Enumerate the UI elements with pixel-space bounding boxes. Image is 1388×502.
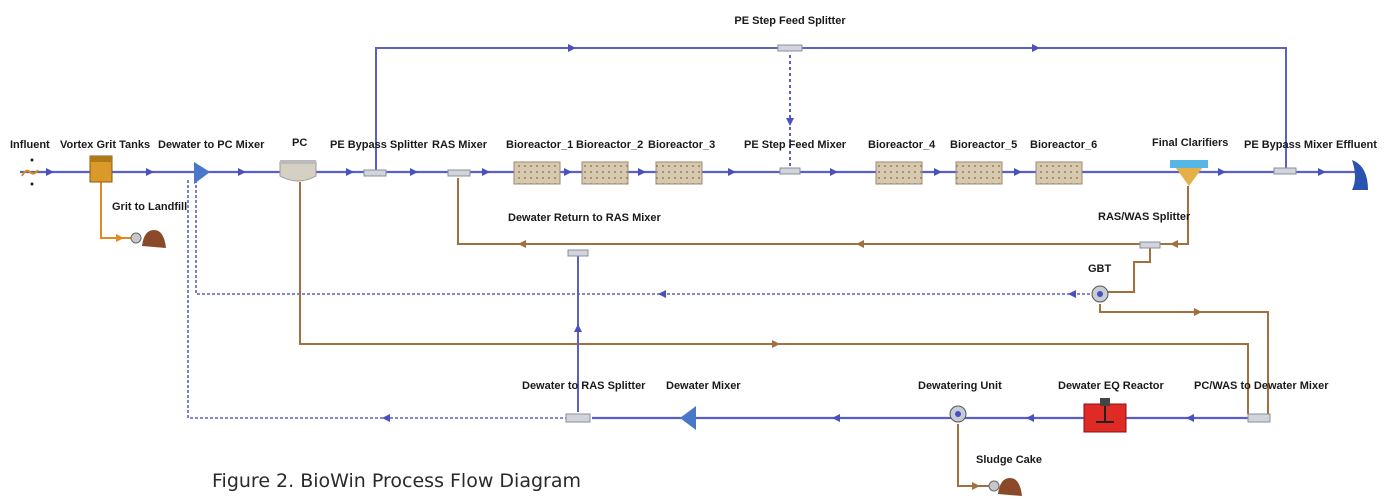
label-bioreactor-6: Bioreactor_6 [1030, 139, 1097, 151]
label-bioreactor-5: Bioreactor_5 [950, 139, 1017, 151]
bioreactor-5-icon[interactable] [955, 161, 1003, 185]
influent-icon[interactable] [21, 158, 39, 186]
label-dewater-to-ras-splitter: Dewater to RAS Splitter [522, 380, 646, 392]
label-vortex-grit-tanks: Vortex Grit Tanks [60, 139, 150, 151]
bioreactor-4-icon[interactable] [875, 161, 923, 185]
label-dewater-return-to-ras-mixer: Dewater Return to RAS Mixer [508, 212, 662, 224]
pe-step-feed-loop [375, 44, 1287, 172]
label-ras-mixer: RAS Mixer [432, 139, 488, 151]
unit-labels: PE Step Feed Splitter Influent Vortex Gr… [10, 15, 1377, 466]
pe-bypass-splitter-icon[interactable] [363, 169, 387, 177]
ras-return-line [457, 178, 1189, 293]
grit-line [100, 180, 136, 242]
dewater-mixer-icon[interactable] [680, 406, 696, 430]
gbt-filtrate-line [195, 180, 1090, 298]
bioreactor-1-icon[interactable] [513, 161, 561, 185]
label-pe-step-feed-mixer: PE Step Feed Mixer [744, 139, 847, 151]
label-dewatering-unit: Dewatering Unit [918, 380, 1002, 392]
label-pe-step-feed-splitter: PE Step Feed Splitter [734, 15, 846, 27]
pe-step-feed-mixer-icon[interactable] [779, 167, 801, 175]
flow-lines [20, 44, 1358, 490]
vortex-grit-tank-icon[interactable] [89, 155, 113, 183]
effluent-icon[interactable] [1352, 160, 1368, 190]
label-bioreactor-2: Bioreactor_2 [576, 139, 643, 151]
bioreactor-6-icon[interactable] [1035, 161, 1083, 185]
bioreactor-3-icon[interactable] [655, 161, 703, 185]
label-final-clarifiers: Final Clarifiers [1152, 137, 1228, 149]
label-gbt: GBT [1088, 263, 1112, 275]
label-bioreactor-1: Bioreactor_1 [506, 139, 573, 151]
grit-to-landfill-icon[interactable] [130, 230, 166, 248]
dewater-return-to-ras-mixer-icon[interactable] [567, 249, 589, 257]
sludge-cake-icon[interactable] [988, 478, 1022, 496]
dewatering-unit-icon[interactable] [949, 405, 967, 423]
ras-mixer-icon[interactable] [447, 169, 471, 177]
final-clarifier-icon[interactable] [1170, 160, 1208, 186]
dewater-to-ras-splitter-icon[interactable] [565, 413, 591, 423]
sludge-cake-line [957, 424, 994, 490]
gbt-to-dewater-line [1099, 304, 1269, 414]
bioreactor-2-icon[interactable] [581, 161, 629, 185]
label-pe-bypass-splitter: PE Bypass Splitter [330, 139, 429, 151]
pc-sludge-line [299, 182, 1249, 414]
label-dewater-eq-reactor: Dewater EQ Reactor [1058, 380, 1164, 392]
pe-bypass-mixer-icon[interactable] [1273, 167, 1297, 175]
label-bioreactor-3: Bioreactor_3 [648, 139, 715, 151]
gbt-icon[interactable] [1091, 285, 1109, 303]
label-dewater-mixer: Dewater Mixer [666, 380, 741, 392]
label-pc: PC [292, 137, 307, 149]
label-influent: Influent [10, 139, 50, 151]
label-pe-bypass-mixer: PE Bypass Mixer [1244, 139, 1333, 151]
figure-caption: Figure 2. BioWin Process Flow Diagram [212, 470, 581, 492]
label-sludge-cake: Sludge Cake [976, 454, 1042, 466]
dewater-eq-reactor-icon[interactable] [1083, 398, 1127, 433]
pe-step-feed-splitter-icon[interactable] [777, 44, 803, 52]
label-bioreactor-4: Bioreactor_4 [868, 139, 936, 151]
label-pc-was-to-dewater-mixer: PC/WAS to Dewater Mixer [1194, 380, 1329, 392]
pc-was-to-dewater-mixer-icon[interactable] [1247, 413, 1271, 423]
label-effluent: Effluent [1336, 139, 1377, 151]
label-grit-to-landfill: Grit to Landfill [112, 201, 187, 213]
ras-was-splitter-icon[interactable] [1139, 241, 1161, 249]
label-dewater-to-pc-mixer: Dewater to PC Mixer [158, 139, 265, 151]
dewater-to-pc-return [187, 180, 568, 422]
dewater-to-pc-mixer-icon[interactable] [194, 162, 210, 184]
pc-icon[interactable] [279, 160, 317, 182]
label-ras-was-splitter: RAS/WAS Splitter [1098, 211, 1191, 223]
